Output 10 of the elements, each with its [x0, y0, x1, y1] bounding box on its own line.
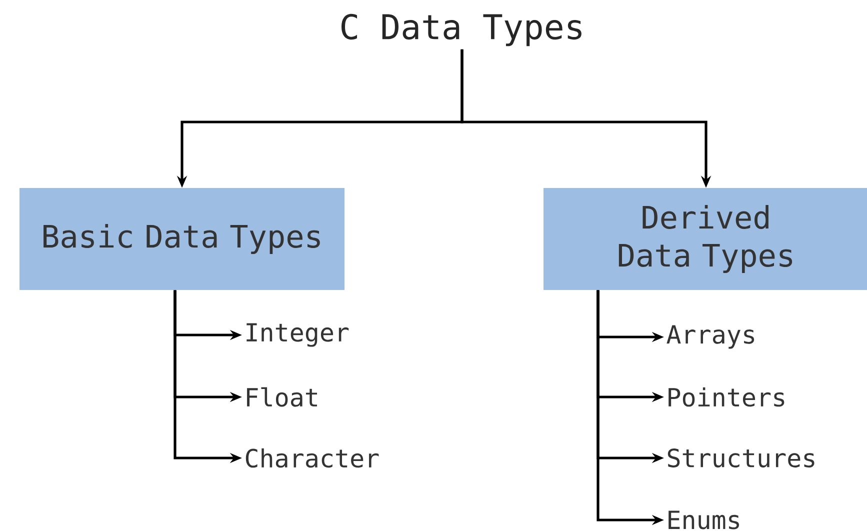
- category-box: Derived Data Types: [544, 188, 867, 290]
- type-label: Float: [247, 387, 317, 407]
- type-label: Structures: [668, 448, 814, 468]
- type-label: Pointers: [668, 387, 784, 407]
- category-box: Basic Data Types: [20, 188, 344, 290]
- type-label: Character: [246, 448, 379, 468]
- type-label: Enums: [668, 510, 739, 530]
- title-text: C Data Types: [342, 14, 582, 46]
- type-label: Arrays: [666, 325, 754, 349]
- type-label: Integer: [246, 323, 349, 347]
